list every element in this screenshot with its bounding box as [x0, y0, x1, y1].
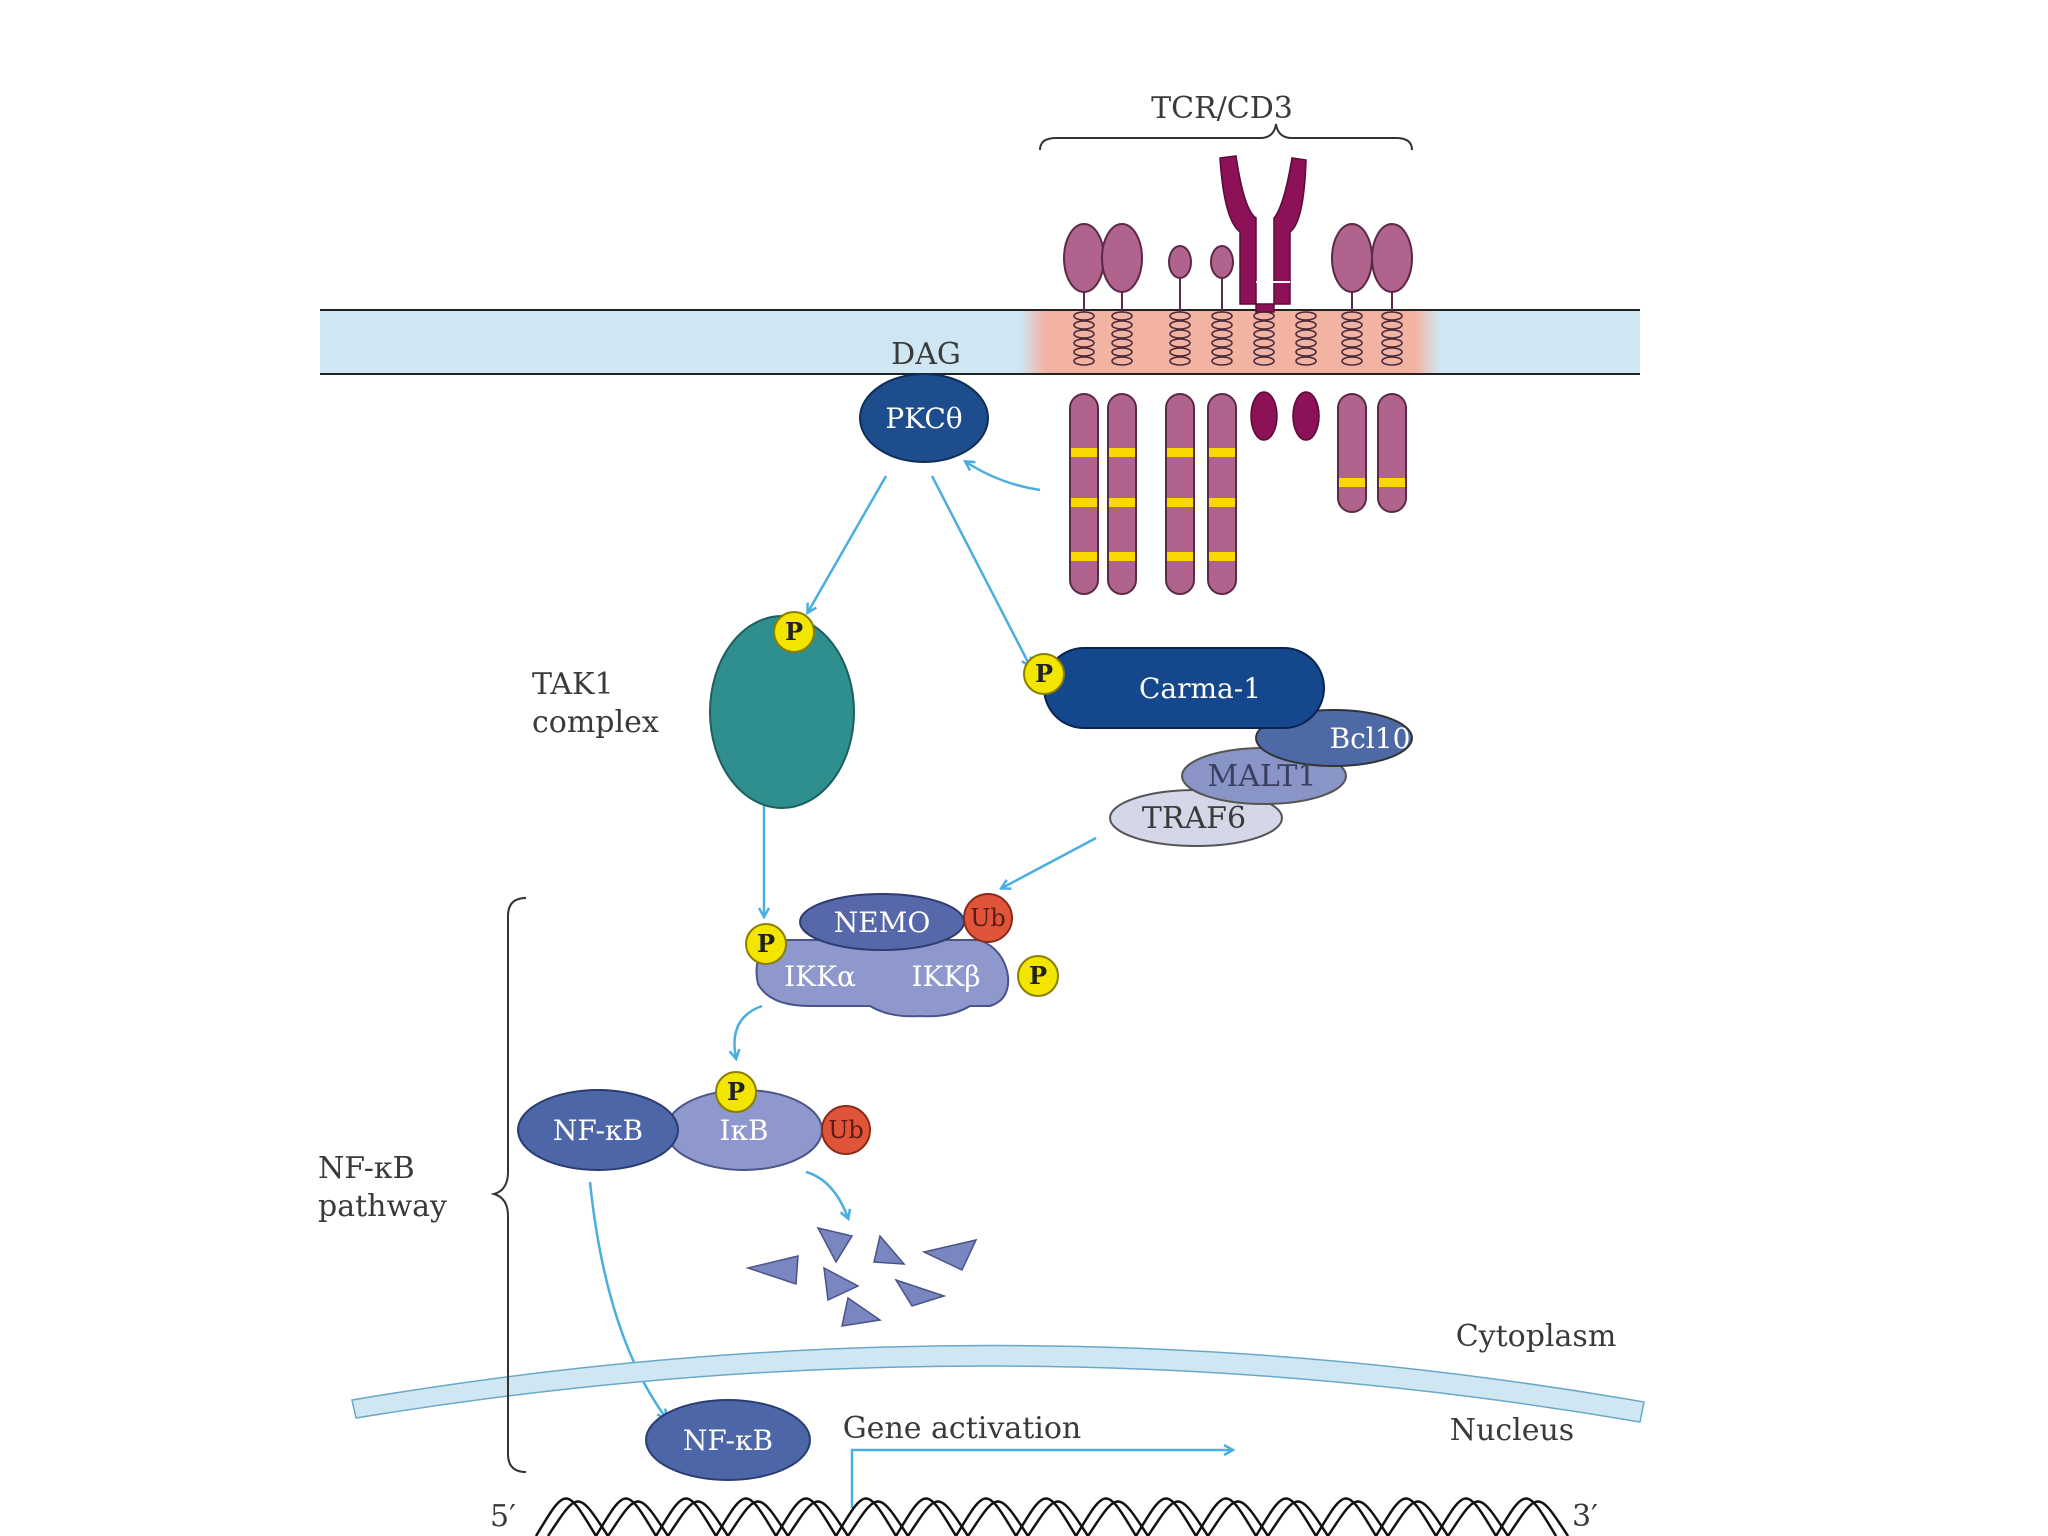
malt1-label: MALT1	[1208, 759, 1317, 794]
nfkb-nuclear-label: NF-κB	[683, 1424, 773, 1457]
transmembrane-helices	[1073, 311, 1403, 366]
ikk-beta-label: IKKβ	[911, 960, 980, 993]
ikb-phospho: P	[715, 1071, 757, 1113]
dna-helix	[534, 1497, 1570, 1536]
arrow-pkc-to-tak1	[808, 475, 888, 612]
cd3-cytoplasmic-tails	[1069, 393, 1407, 595]
cbm-complex: Carma-1 Bcl10 MALT1 TRAF6 P	[1023, 647, 1413, 847]
itam-motifs	[1071, 448, 1405, 561]
tak1-label-line1: TAK1	[532, 667, 614, 702]
tcr-receptor	[1219, 155, 1320, 441]
tak1-complex: P	[709, 611, 855, 809]
traf6-label: TRAF6	[1142, 801, 1246, 836]
pathway-label-line1: NF-κB	[318, 1151, 415, 1186]
ikb-ubiquitin: Ub	[821, 1105, 871, 1155]
ikk-alpha-beta	[755, 939, 1010, 1018]
nfkb-nuclear: NF-κB	[645, 1399, 811, 1481]
dag-label: DAG	[891, 337, 961, 372]
arrow-ikk-to-nfkb-complex	[734, 1004, 763, 1058]
plasma-membrane	[320, 309, 1640, 375]
nfkb-label: NF-κB	[553, 1114, 643, 1147]
carma-label: Carma-1	[1139, 672, 1261, 705]
dna-strand-b	[546, 1500, 1570, 1536]
pathway-arrows	[588, 462, 1232, 1508]
bcl10-label: Bcl10	[1330, 722, 1411, 755]
ikk-alpha-phospho: P	[745, 923, 787, 965]
tcr-cd3-label: TCR/CD3	[1151, 91, 1293, 126]
tak1-phospho: P	[773, 611, 815, 653]
pkc-theta: PKCθ	[859, 373, 989, 463]
tak1-label-line2: complex	[532, 705, 659, 740]
svg-text:Ub: Ub	[828, 1116, 864, 1144]
nemo-label: NEMO	[834, 906, 931, 939]
ikk-beta-phospho: P	[1017, 955, 1059, 997]
tcr-cd3-brace	[1039, 123, 1413, 151]
dna-strand-a	[534, 1497, 1558, 1536]
pathway-label-line2: pathway	[318, 1189, 447, 1224]
nfkb-cytoplasmic	[517, 1089, 679, 1171]
arrow-cd3-to-pkc	[966, 462, 1041, 492]
cytoplasm-label: Cytoplasm	[1456, 1319, 1617, 1354]
nfkb-pathway-brace	[490, 897, 527, 1473]
nuclear-membrane	[351, 1344, 1645, 1423]
ikb-degradation-fragments	[745, 1226, 978, 1327]
gene-activation-label: Gene activation	[843, 1411, 1082, 1446]
five-prime-label: 5′	[490, 1499, 516, 1534]
pkc-theta-label: PKCθ	[885, 402, 962, 435]
three-prime-label: 3′	[1572, 1499, 1598, 1534]
arrow-traf6-to-ikk	[1002, 836, 1097, 888]
arrow-nfkb-to-nucleus	[588, 1181, 666, 1418]
arrow-ikb-degradation	[805, 1170, 848, 1218]
cd3-extracellular-domains	[1063, 223, 1413, 312]
ikb-label: IκB	[719, 1114, 768, 1147]
svg-text:P: P	[1035, 659, 1053, 688]
ikk-alpha-label: IKKα	[784, 960, 856, 993]
svg-text:P: P	[1029, 961, 1047, 990]
svg-text:Ub: Ub	[970, 904, 1006, 932]
nemo-ubiquitin: Ub	[963, 893, 1013, 943]
svg-text:P: P	[727, 1077, 745, 1106]
carma-phospho: P	[1023, 653, 1065, 695]
arrow-pkc-to-carma	[930, 475, 1030, 666]
nfkb-ikb-complex: NF-κB IκB P Ub	[517, 1071, 871, 1171]
ikk-complex: NEMO IKKα IKKβ Ub P P	[745, 893, 1059, 1018]
svg-text:P: P	[785, 617, 803, 646]
svg-text:P: P	[757, 929, 775, 958]
arrow-gene-activation	[850, 1450, 1232, 1508]
nucleus-label: Nucleus	[1450, 1413, 1574, 1448]
